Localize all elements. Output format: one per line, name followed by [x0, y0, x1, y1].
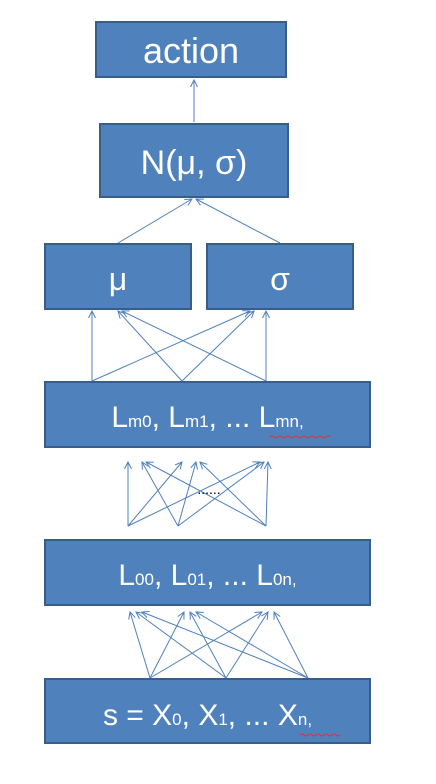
arrow-state-to-layer-0 [196, 612, 309, 679]
first-hidden-layer-node: L00, L01, ... L0n, [44, 539, 371, 606]
state-input-node: s = X0, X1, ... Xn, [44, 678, 371, 744]
arrow-state-to-layer-0 [130, 612, 151, 679]
arrow-state-to-layer-0 [190, 612, 227, 679]
arrow-state-to-layer-0 [136, 612, 227, 679]
arrow-mu-to-distribution [117, 199, 192, 244]
arrow-state-to-layer-0 [149, 612, 184, 679]
mu-label: μ [109, 261, 127, 297]
arrow-hidden-to-layer-m [266, 462, 268, 527]
spellcheck-underline [299, 733, 341, 737]
sigma-node: σ [206, 243, 354, 310]
arrow-layer-m-to-mu [122, 311, 267, 382]
arrow-sigma-to-distribution [196, 199, 281, 244]
arrow-hidden-to-layer-m [127, 462, 182, 527]
arrow-state-to-layer-0 [274, 612, 309, 679]
mu-node: μ [44, 243, 192, 310]
connection-arrows [91, 80, 309, 679]
state-input-label: s = X0, X1, ... Xn, [103, 699, 312, 732]
arrow-state-to-layer-0 [225, 612, 268, 679]
action-node: action [95, 21, 287, 78]
arrow-hidden-to-layer-m [127, 462, 260, 527]
distribution-label: N(μ, σ) [141, 144, 248, 182]
arrow-layer-m-to-mu [118, 311, 183, 382]
arrow-layer-m-to-sigma [91, 311, 250, 382]
arrow-state-to-layer-0 [149, 612, 262, 679]
arrow-hidden-to-layer-m [177, 462, 264, 527]
arrow-hidden-to-layer-m [177, 462, 196, 527]
first-hidden-layer-label: L00, L01, ... L0n, [118, 559, 296, 592]
arrow-hidden-to-layer-m [200, 462, 267, 527]
action-label: action [143, 30, 239, 71]
arrow-state-to-layer-0 [142, 612, 309, 679]
arrow-layer-m-to-sigma [181, 311, 254, 382]
arrow-hidden-to-layer-m [142, 462, 179, 527]
last-hidden-layer-node: Lm0, Lm1, ... Lmn, [44, 381, 371, 448]
arrow-hidden-to-layer-m [146, 462, 267, 527]
distribution-node: N(μ, σ) [99, 123, 289, 198]
sigma-label: σ [270, 261, 290, 297]
hidden-layers-ellipsis: ...... [197, 481, 220, 497]
spellcheck-underline [269, 435, 331, 439]
last-hidden-layer-label: Lm0, Lm1, ... Lmn, [111, 401, 303, 434]
